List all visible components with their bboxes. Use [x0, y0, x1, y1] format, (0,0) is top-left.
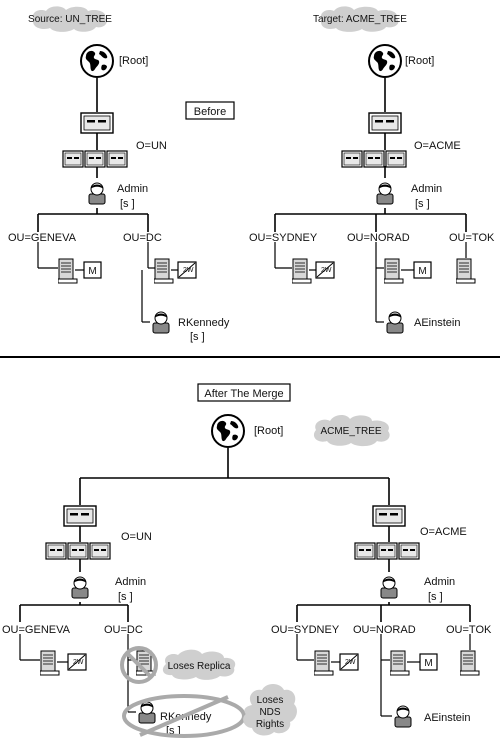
target-admin-label: Admin	[411, 183, 442, 195]
left-ou-geneva-label: OU=GENEVA	[2, 624, 71, 636]
right-org-servers-icon	[354, 542, 420, 560]
source-ou-dc-label: OU=DC	[123, 232, 162, 244]
source-tree: [Root] O=UN Admin [s ] OU=GENEVA M OU=DC…	[8, 44, 230, 343]
right-org-label: O=ACME	[420, 526, 467, 538]
target-root-globe-icon	[368, 44, 402, 78]
merged-norad-server-icon	[390, 650, 410, 676]
norad-master-badge: M	[418, 266, 426, 277]
left-admin-rights: [s ]	[118, 591, 133, 603]
merged-geneva-server-icon	[40, 650, 60, 676]
source-ou-geneva-label: OU=GENEVA	[8, 232, 77, 244]
merged-aeinstein-icon	[394, 705, 412, 728]
loses-replica-label: Loses Replica	[168, 661, 231, 672]
right-ou-norad-label: OU=NORAD	[353, 624, 416, 636]
merged-sydney-server-icon	[314, 650, 334, 676]
target-tree: [Root] O=ACME Admin [s ] OU=SYDNEY 2W OU…	[249, 44, 495, 334]
geneva-server-icon	[58, 258, 78, 284]
target-user-icon	[386, 311, 404, 334]
loses-rights-label-3: Rights	[256, 719, 284, 730]
before-title-box: Before	[185, 101, 235, 120]
target-ou-tok-label: OU=TOK	[449, 232, 495, 244]
source-tree-server-icon	[80, 112, 114, 134]
source-tree-cloud: Source: UN_TREE	[28, 6, 112, 32]
merged-root-globe-icon	[211, 414, 245, 448]
merged-geneva-replica-badge: 2W	[73, 659, 84, 666]
before-title: Before	[194, 106, 226, 118]
source-user-icon	[152, 311, 170, 334]
target-org-label: O=ACME	[414, 140, 461, 152]
merged-norad-master-badge: M	[424, 658, 432, 669]
right-admin-label: Admin	[424, 576, 455, 588]
norad-server-icon	[384, 258, 404, 284]
source-user-label: RKennedy	[178, 317, 230, 329]
right-ou-tok-label: OU=TOK	[446, 624, 492, 636]
target-tree-server-icon	[368, 112, 402, 134]
merged-sydney-replica-badge: 2W	[345, 659, 356, 666]
lost-rights-prohibition	[122, 694, 246, 738]
source-org-servers-icon	[62, 150, 128, 168]
source-root-globe-icon	[80, 44, 114, 78]
right-tree-server-icon	[372, 505, 406, 527]
target-root-label: [Root]	[405, 55, 434, 67]
after-title-box: After The Merge	[197, 383, 291, 402]
source-admin-label: Admin	[117, 183, 148, 195]
left-admin-icon	[71, 576, 89, 599]
right-admin-rights: [s ]	[428, 591, 443, 603]
merged-tree-cloud: ACME_TREE	[313, 415, 390, 447]
left-tree-server-icon	[63, 505, 97, 527]
merged-tree: [Root] O=UN Admin [s ] OU=GENEVA 2W OU=D…	[2, 414, 492, 738]
merged-tok-server-icon	[460, 650, 480, 676]
target-admin-icon	[376, 182, 394, 205]
dc-replica-badge: 2W	[183, 267, 194, 274]
loses-rights-note: Loses NDS Rights	[243, 684, 297, 736]
merged-user-icon	[138, 701, 156, 724]
tok-server-icon	[456, 258, 476, 284]
left-ou-dc-label: OU=DC	[104, 624, 143, 636]
lost-replica-prohibition	[120, 646, 158, 684]
source-admin-rights: [s ]	[120, 198, 135, 210]
target-org-servers-icon	[341, 150, 407, 168]
loses-replica-note: Loses Replica	[162, 649, 236, 680]
target-user-label: AEinstein	[414, 317, 460, 329]
source-admin-icon	[88, 182, 106, 205]
merged-aeinstein-label: AEinstein	[424, 712, 470, 724]
source-tree-label: Source: UN_TREE	[28, 14, 112, 25]
right-ou-sydney-label: OU=SYDNEY	[271, 624, 340, 636]
merged-root-label: [Root]	[254, 425, 283, 437]
sydney-server-icon	[292, 258, 312, 284]
left-admin-label: Admin	[115, 576, 146, 588]
sydney-replica-badge: 2W	[321, 267, 332, 274]
left-org-label: O=UN	[121, 531, 152, 543]
target-tree-label: Target: ACME_TREE	[313, 14, 407, 25]
loses-rights-label-1: Loses	[257, 695, 284, 706]
source-user-rights: [s ]	[190, 331, 205, 343]
target-admin-rights: [s ]	[415, 198, 430, 210]
right-admin-icon	[380, 576, 398, 599]
after-title: After The Merge	[204, 388, 283, 400]
target-ou-norad-label: OU=NORAD	[347, 232, 410, 244]
source-root-label: [Root]	[119, 55, 148, 67]
source-org-label: O=UN	[136, 140, 167, 152]
dc-server-icon	[154, 258, 174, 284]
merged-tree-label: ACME_TREE	[320, 426, 381, 437]
geneva-master-badge: M	[88, 266, 96, 277]
loses-rights-label-2: NDS	[259, 707, 280, 718]
target-tree-cloud: Target: ACME_TREE	[313, 6, 407, 32]
target-ou-sydney-label: OU=SYDNEY	[249, 232, 318, 244]
left-org-servers-icon	[45, 542, 111, 560]
